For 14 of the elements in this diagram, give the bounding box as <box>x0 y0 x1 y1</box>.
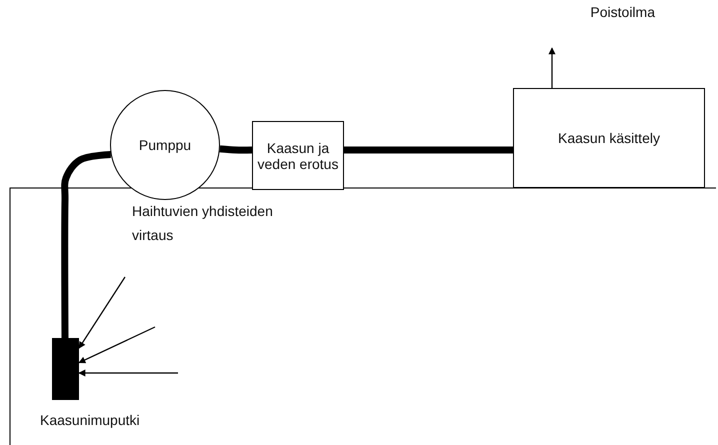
arrow <box>78 276 126 349</box>
pipe <box>344 146 513 154</box>
arrow <box>78 326 156 364</box>
outlet-label: Poistoilma <box>540 4 655 48</box>
process-box: Kaasun käsittely <box>513 88 705 188</box>
process-box: Kaasun ja veden erotus <box>252 121 344 190</box>
probe-bar <box>52 338 79 400</box>
pipe <box>61 151 111 338</box>
part-caption: Kaasunimuputki <box>40 412 140 428</box>
pump-circle: Pumppu <box>110 90 220 200</box>
arrow <box>548 47 556 88</box>
pipe <box>220 145 252 154</box>
flow-label: Haihtuvien yhdisteiden virtaus <box>132 202 274 245</box>
arrow <box>78 370 178 376</box>
